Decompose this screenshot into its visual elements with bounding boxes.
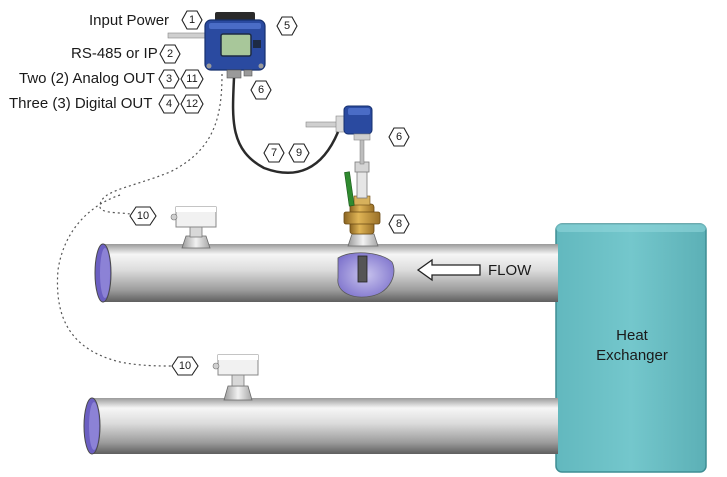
heat-exchanger-label-line2: Exchanger [596,347,668,364]
svg-text:3: 3 [166,73,172,85]
temperature-sensor-icon [212,354,259,401]
svg-text:10: 10 [137,210,149,222]
callout-9: 9 [288,143,310,163]
callout-10-upper: 10 [129,206,157,226]
svg-text:5: 5 [284,20,290,32]
heat-exchanger-label-line1: Heat [616,327,649,344]
callout-11: 11 [180,69,204,89]
flow-arrow-icon: FLOW [416,258,532,282]
digital-out-label: Three (3) Digital OUT [9,95,152,112]
rs485-label: RS-485 or IP [71,45,158,62]
svg-text:4: 4 [166,98,172,110]
svg-text:12: 12 [186,98,198,110]
lower-temp-wire [56,194,175,367]
flow-label: FLOW [488,262,532,279]
callout-2: 2 [159,44,181,64]
callout-10-lower: 10 [171,356,199,376]
ball-valve-icon [343,127,381,247]
callout-6-sensor: 6 [388,127,410,147]
callout-6-cable: 6 [250,80,272,100]
callout-7: 7 [263,143,285,163]
sensor-head-icon [305,105,373,141]
svg-text:10: 10 [179,360,191,372]
svg-text:9: 9 [296,147,302,159]
svg-text:6: 6 [258,84,264,96]
analog-out-label: Two (2) Analog OUT [19,70,155,87]
sensor-cable [231,77,340,175]
svg-text:6: 6 [396,131,402,143]
heat-exchanger: Heat Exchanger [555,223,707,473]
callout-8: 8 [388,214,410,234]
upper-pipe [94,243,558,303]
svg-text:2: 2 [167,48,173,60]
svg-text:8: 8 [396,218,402,230]
callout-3: 3 [158,69,180,89]
svg-text:7: 7 [271,147,277,159]
callout-12: 12 [180,94,204,114]
svg-text:1: 1 [189,14,195,26]
callout-5: 5 [276,16,298,36]
lower-pipe [83,397,558,455]
svg-text:11: 11 [186,73,197,85]
callout-4: 4 [158,94,180,114]
flow-transmitter-icon [167,12,266,79]
input-power-label: Input Power [89,12,169,29]
insertion-probe-tip [357,255,368,283]
temperature-sensor-icon [170,206,217,249]
callout-1: 1 [181,10,203,30]
